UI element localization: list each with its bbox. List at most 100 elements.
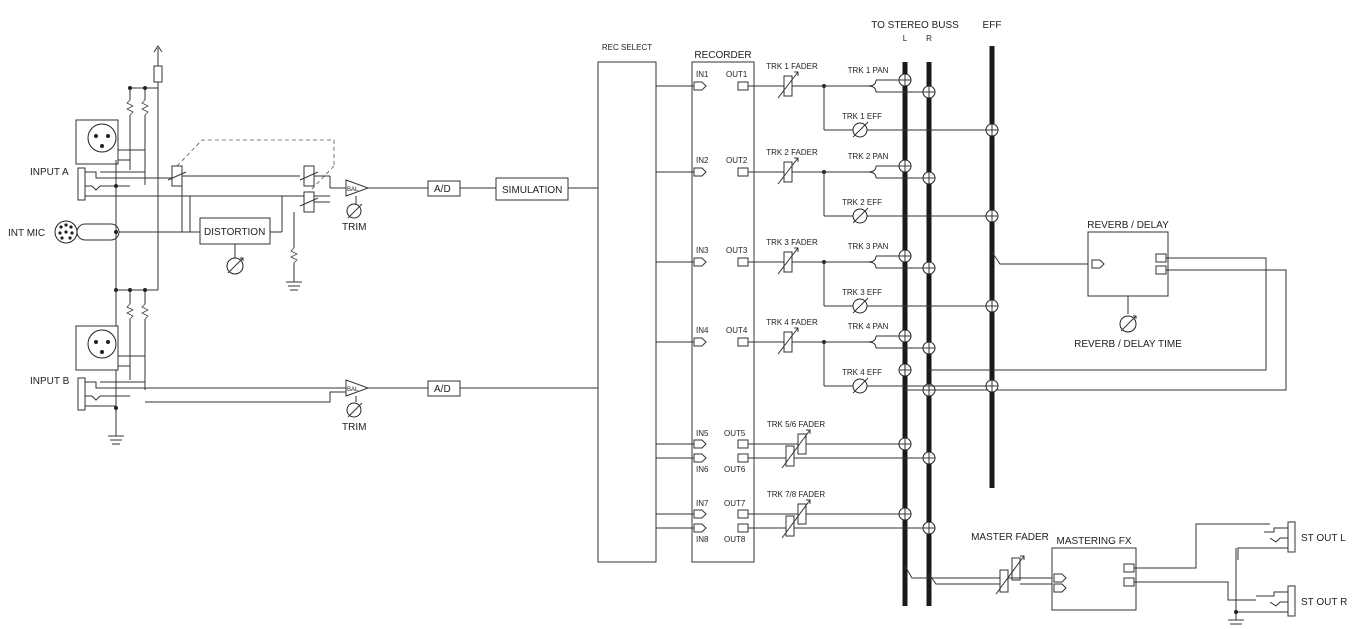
trim-b-label: TRIM — [342, 422, 366, 433]
stereo-fader-icon — [781, 429, 811, 469]
bal-b-label: BAL — [347, 387, 359, 393]
mix-node-l — [898, 329, 912, 343]
mix-node-r — [922, 521, 936, 535]
recorder-input-port — [693, 439, 707, 449]
reverb-delay-time-knob-icon — [1119, 315, 1137, 333]
track-fader-label: TRK 2 FADER — [766, 148, 818, 157]
recorder-output-port — [737, 439, 749, 449]
mix-node-r — [922, 451, 936, 465]
mix-node-l — [898, 507, 912, 521]
recorder-output-port — [737, 337, 749, 347]
recorder-in-label: IN7 — [696, 499, 709, 508]
input-select-switches — [167, 139, 346, 291]
input-a-label: INPUT A — [30, 167, 69, 178]
recorder-output-port — [737, 523, 749, 533]
recorder-input-port — [693, 453, 707, 463]
mastering-fx-label: MASTERING FX — [1056, 536, 1131, 547]
bus-r-label: R — [926, 34, 932, 43]
track-eff-label: TRK 4 EFF — [842, 368, 882, 377]
distortion-knob-icon — [226, 257, 244, 275]
track-fader-icon — [777, 247, 799, 275]
recorder-output-port — [737, 167, 749, 177]
recorder-in-label: IN8 — [696, 535, 709, 544]
recorder-output-port — [737, 81, 749, 91]
track-fader-label: TRK 1 FADER — [766, 62, 818, 71]
stereo-fader-label: TRK 5/6 FADER — [767, 420, 825, 429]
rec-select-label: REC SELECT — [602, 43, 652, 52]
balanced-amp-b-icon — [345, 379, 428, 418]
recorder-output-port — [737, 257, 749, 267]
xlr-connector-a-icon — [75, 119, 145, 165]
reverb-delay-time-label: REVERB / DELAY TIME — [1074, 339, 1182, 350]
eff-mix-node — [985, 379, 999, 393]
recorder-output-port — [737, 453, 749, 463]
track-pan-icon — [824, 165, 923, 179]
track-pan-label: TRK 1 PAN — [848, 66, 889, 75]
stereo-fader-icon — [781, 499, 811, 539]
recorder-in-label: IN3 — [696, 246, 709, 255]
recorder-input-port — [693, 337, 707, 347]
eff-label: EFF — [983, 20, 1002, 31]
recorder-output-port — [737, 509, 749, 519]
bal-a-label: BAL — [347, 187, 359, 193]
reverb-delay-block — [905, 231, 1287, 391]
st-out-l-jack-icon — [1237, 521, 1296, 560]
input-b-wiring — [116, 288, 158, 390]
ad-b-label: A/D — [434, 384, 451, 395]
recorder-label: RECORDER — [694, 50, 751, 61]
balanced-amp-a-icon — [345, 179, 428, 219]
track-fader-label: TRK 3 FADER — [766, 238, 818, 247]
track-eff-knob-icon — [852, 297, 869, 314]
recorder-out-label: OUT1 — [726, 70, 748, 79]
simulation-label: SIMULATION — [502, 185, 562, 196]
track-2: IN2 OUT2 TRK 2 FADER TRK 2 PAN TRK 2 EFF — [656, 148, 999, 224]
mix-node-r — [922, 341, 936, 355]
int-mic-label: INT MIC — [8, 228, 45, 239]
rec-select-block — [597, 61, 657, 563]
recorder-out-label: OUT8 — [724, 535, 746, 544]
track-fader-icon — [777, 157, 799, 185]
st-out-l-label: ST OUT L — [1301, 533, 1346, 544]
track-fader-icon — [777, 327, 799, 355]
track-eff-label: TRK 2 EFF — [842, 198, 882, 207]
recorder-out-label: OUT2 — [726, 156, 748, 165]
track-eff-knob-icon — [852, 377, 869, 394]
ad-a-label: A/D — [434, 184, 451, 195]
distortion-block — [199, 217, 271, 245]
recorder-in-label: IN1 — [696, 70, 709, 79]
mastering-fx-block — [1051, 523, 1270, 611]
distortion-label: DISTORTION — [204, 227, 265, 238]
mix-node-l — [898, 249, 912, 263]
track-fader-icon — [777, 71, 799, 99]
master-fader-label: MASTER FADER — [971, 532, 1049, 543]
phone-jack-b-icon — [77, 377, 346, 411]
track-pan-label: TRK 3 PAN — [848, 242, 889, 251]
bus-l-label: L — [903, 34, 908, 43]
eff-mix-node — [985, 123, 999, 137]
recorder-in-label: IN5 — [696, 429, 709, 438]
stereo-fader-label: TRK 7/8 FADER — [767, 490, 825, 499]
recorder-input-port — [693, 81, 707, 91]
recorder-out-label: OUT7 — [724, 499, 746, 508]
recorder-input-port — [693, 167, 707, 177]
mix-node-r — [922, 261, 936, 275]
track-pan-label: TRK 2 PAN — [848, 152, 889, 161]
track-pan-label: TRK 4 PAN — [848, 322, 889, 331]
st-out-r-label: ST OUT R — [1301, 597, 1347, 608]
track-pan-icon — [824, 79, 923, 93]
recorder-input-port — [693, 523, 707, 533]
xlr-connector-b-icon — [75, 325, 145, 371]
st-out-r-jack-icon — [1228, 548, 1296, 625]
recorder-out-label: OUT3 — [726, 246, 748, 255]
simulation-block — [495, 177, 569, 201]
recorder-in-label: IN2 — [696, 156, 709, 165]
track-pan-icon — [824, 255, 923, 269]
mix-node-l — [898, 437, 912, 451]
mix-node-r — [922, 171, 936, 185]
